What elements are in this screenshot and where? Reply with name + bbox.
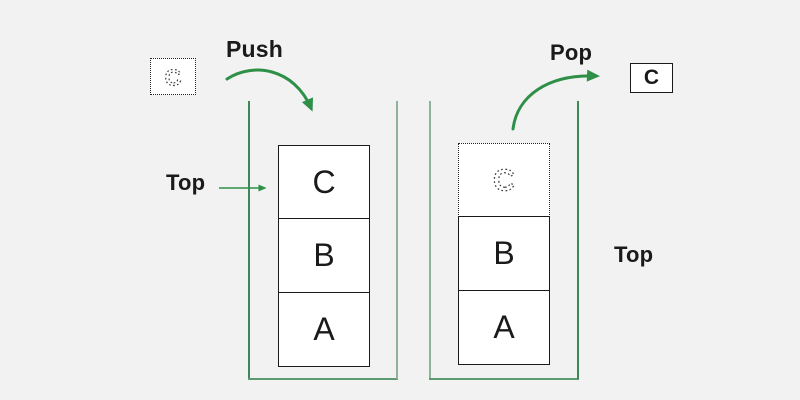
stack-item-label: C <box>312 163 336 200</box>
stack-item-label: A <box>313 311 335 347</box>
popped-item-box: C <box>630 63 673 93</box>
push-operation-label: Push <box>226 36 284 62</box>
stack-item-box: B <box>278 217 370 294</box>
stack-item-box: A <box>278 292 370 367</box>
dashed-letter-icon: C <box>164 64 182 91</box>
stack-item-box: C <box>278 145 370 219</box>
incoming-item-box: C <box>150 58 196 95</box>
pop-operation-label: Pop <box>550 40 593 65</box>
incoming-item-letter: C <box>165 64 181 90</box>
top-pointer-label-right: Top <box>614 242 654 267</box>
pop-arrow <box>511 69 600 131</box>
stack-item-label: A <box>493 308 515 345</box>
ghost-item-box: C <box>458 143 550 217</box>
top-pointer-label-left: Top <box>166 170 206 195</box>
dashed-letter-icon: C <box>492 164 515 198</box>
ghost-item-letter: C <box>493 164 515 197</box>
stack-item-box: B <box>458 216 550 291</box>
stack-item-label: B <box>493 235 515 271</box>
left-stack: C B A <box>278 145 370 367</box>
popped-item-letter: C <box>643 66 660 89</box>
push-arrow <box>225 68 313 112</box>
right-stack: C B A <box>458 143 550 365</box>
stack-item-label: B <box>313 237 335 273</box>
stack-item-box: A <box>458 289 550 365</box>
